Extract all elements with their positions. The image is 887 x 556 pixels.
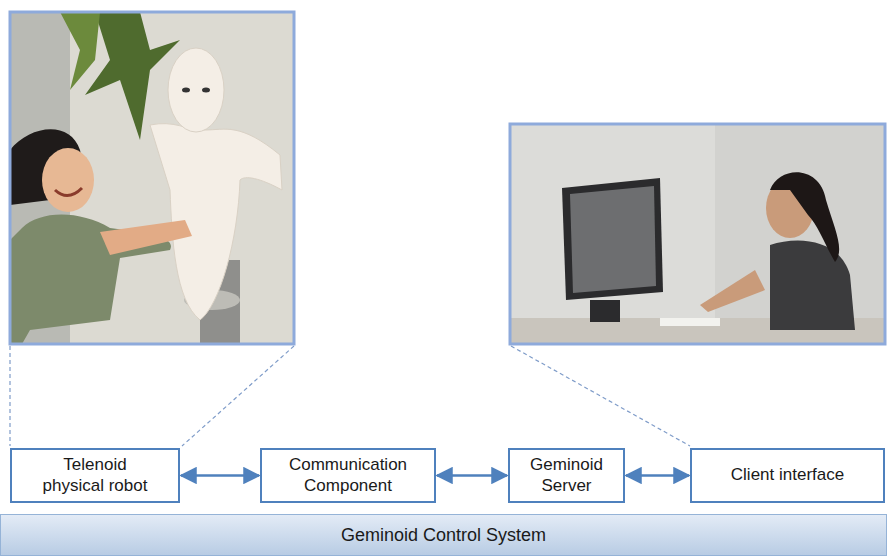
operator-top	[770, 240, 855, 330]
monitor	[562, 178, 663, 300]
component-box: Communication Component	[260, 448, 436, 503]
plant-leaves	[60, 12, 100, 90]
child-smile	[55, 188, 82, 196]
box-label: Geminoid Server	[520, 455, 613, 496]
system-band: Geminoid Control System	[0, 514, 887, 556]
telenoid-photo	[10, 12, 294, 344]
component-box: Client interface	[690, 448, 885, 503]
papers	[660, 318, 720, 326]
photo-frame	[10, 12, 294, 344]
monitor-screen	[570, 186, 656, 293]
photo-background	[10, 12, 294, 344]
child-arm	[100, 220, 192, 255]
photo-wall	[510, 124, 715, 344]
operator-photo	[510, 124, 885, 344]
leader-line	[511, 346, 690, 446]
leader-line	[182, 346, 294, 446]
child-face	[42, 148, 94, 212]
box-label: Geminoid Control System	[341, 525, 546, 546]
double-arrow	[181, 474, 259, 477]
double-arrow	[437, 474, 507, 477]
monitor-stand	[590, 300, 620, 322]
operator-arm	[700, 270, 765, 312]
box-label: Client interface	[731, 465, 844, 485]
operator-hair	[770, 172, 839, 262]
telenoid-eye	[182, 88, 190, 93]
telenoid-eye	[202, 88, 210, 93]
box-label: Telenoid physical robot	[34, 455, 156, 496]
photo-background	[510, 124, 885, 344]
telenoid-head	[168, 48, 224, 132]
telenoid-body	[150, 124, 282, 320]
photo-frame	[510, 124, 885, 344]
box-label: Communication Component	[274, 455, 422, 496]
leader-line	[9, 346, 10, 446]
plant-leaves	[85, 12, 180, 140]
leader-lines	[10, 346, 690, 446]
component-box: Geminoid Server	[508, 448, 625, 503]
component-box: Telenoid physical robot	[10, 448, 180, 503]
double-arrow	[626, 474, 689, 477]
